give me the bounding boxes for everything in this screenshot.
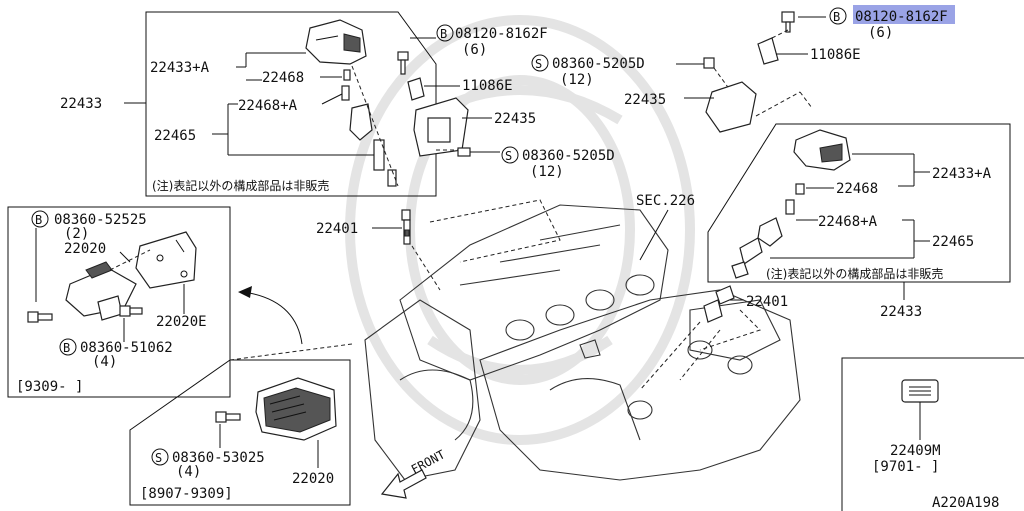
bl-screw [215, 411, 241, 423]
br-label-22409m: 22409M [890, 443, 941, 459]
ml-screw-code: 08360-51062 [80, 340, 173, 356]
tl-label-22433: 22433 [60, 96, 102, 112]
br-date-range: [9701- ] [872, 459, 939, 475]
ml-bolt-qty: (2) [64, 226, 89, 242]
top-screw-code: 08360-5205D [552, 56, 645, 72]
tr-label-22465: 22465 [932, 234, 974, 250]
top-screw-qty: (12) [560, 72, 594, 88]
diagram-id: A220A198 [932, 495, 999, 511]
tr-bolt-qty: (6) [868, 25, 893, 41]
top-screw [703, 57, 715, 69]
ml-bolt-code: 08360-52525 [54, 212, 147, 228]
ml-ignition-module [65, 261, 137, 321]
tl-bolt-code: 08120-8162F [455, 26, 548, 42]
ml-date-range: [9309- ] [16, 379, 83, 395]
tl-bolt [397, 51, 409, 75]
r-label-22401: 22401 [746, 294, 788, 310]
br-label-plate-icon [901, 379, 939, 403]
r-spark-plug [703, 285, 735, 323]
ml-bolt-left [27, 311, 53, 323]
tr-label-11086e: 11086E [810, 47, 861, 63]
tr-bolt-code-highlight[interactable] [853, 5, 955, 24]
top-symbol-s: S [535, 57, 542, 71]
tr-plate-22435 [705, 81, 757, 133]
tl-label-11086e: 11086E [462, 78, 513, 94]
ml-symbol-b: B [35, 213, 42, 227]
bl-frame [129, 359, 351, 506]
tr-label-22435: 22435 [624, 92, 666, 108]
curved-arrow-head [238, 286, 252, 298]
tr-label-22433-plus-a: 22433+A [932, 166, 992, 182]
tr-bracket-11086e [757, 37, 779, 65]
ml-frame [7, 206, 231, 398]
tr-frame [707, 123, 1011, 283]
tl-symbol-s: S [505, 149, 512, 163]
tl-label-22468: 22468 [262, 70, 304, 86]
tr-ignition-coil [731, 129, 851, 279]
sec-226-label[interactable]: SEC.226 [636, 193, 695, 209]
bl-screw-qty: (4) [176, 464, 201, 480]
l-label-22401: 22401 [316, 221, 358, 237]
tl-bracket-11086e [407, 77, 425, 101]
bl-label-22020: 22020 [292, 471, 334, 487]
tl-label-22468-plus-a: 22468+A [238, 98, 298, 114]
watermark-emblem [345, 15, 695, 445]
tl-screw-qty: (12) [530, 164, 564, 180]
tl-label-22435: 22435 [494, 111, 536, 127]
tl-label-22433-plus-a: 22433+A [150, 60, 210, 76]
tr-note: (注)表記以外の構成部品は非販売 [766, 266, 943, 281]
tl-bolt-qty: (6) [462, 42, 487, 58]
engine-block [364, 204, 801, 481]
curved-arrow [243, 291, 303, 345]
ml-label-22020: 22020 [64, 241, 106, 257]
l-spark-plug [401, 209, 411, 245]
tr-bolt-code[interactable]: 08120-8162F [855, 9, 948, 25]
tl-label-22465: 22465 [154, 128, 196, 144]
tr-bolt [781, 11, 795, 33]
bl-ignition-module [255, 377, 337, 441]
bl-date-range: [8907-9309] [140, 486, 233, 502]
bl-screw-code: 08360-53025 [172, 450, 265, 466]
ml-symbol-b2: B [63, 341, 70, 355]
front-arrow [380, 469, 427, 499]
tl-note: (注)表記以外の構成部品は非販売 [152, 178, 329, 193]
ml-screw [119, 305, 143, 317]
ml-bracket-22020e [135, 231, 197, 289]
tr-symbol-b: B [833, 10, 840, 24]
ml-label-22020e: 22020E [156, 314, 207, 330]
tr-label-22433: 22433 [880, 304, 922, 320]
tr-label-22468: 22468 [836, 181, 878, 197]
bl-symbol-s: S [155, 451, 162, 465]
tr-label-22468-plus-a: 22468+A [818, 214, 878, 230]
tl-symbol-b: B [440, 27, 447, 41]
br-frame [841, 357, 1024, 511]
tl-ignition-coil [305, 19, 399, 187]
ml-screw-qty: (4) [92, 354, 117, 370]
tl-screw-code: 08360-5205D [522, 148, 615, 164]
